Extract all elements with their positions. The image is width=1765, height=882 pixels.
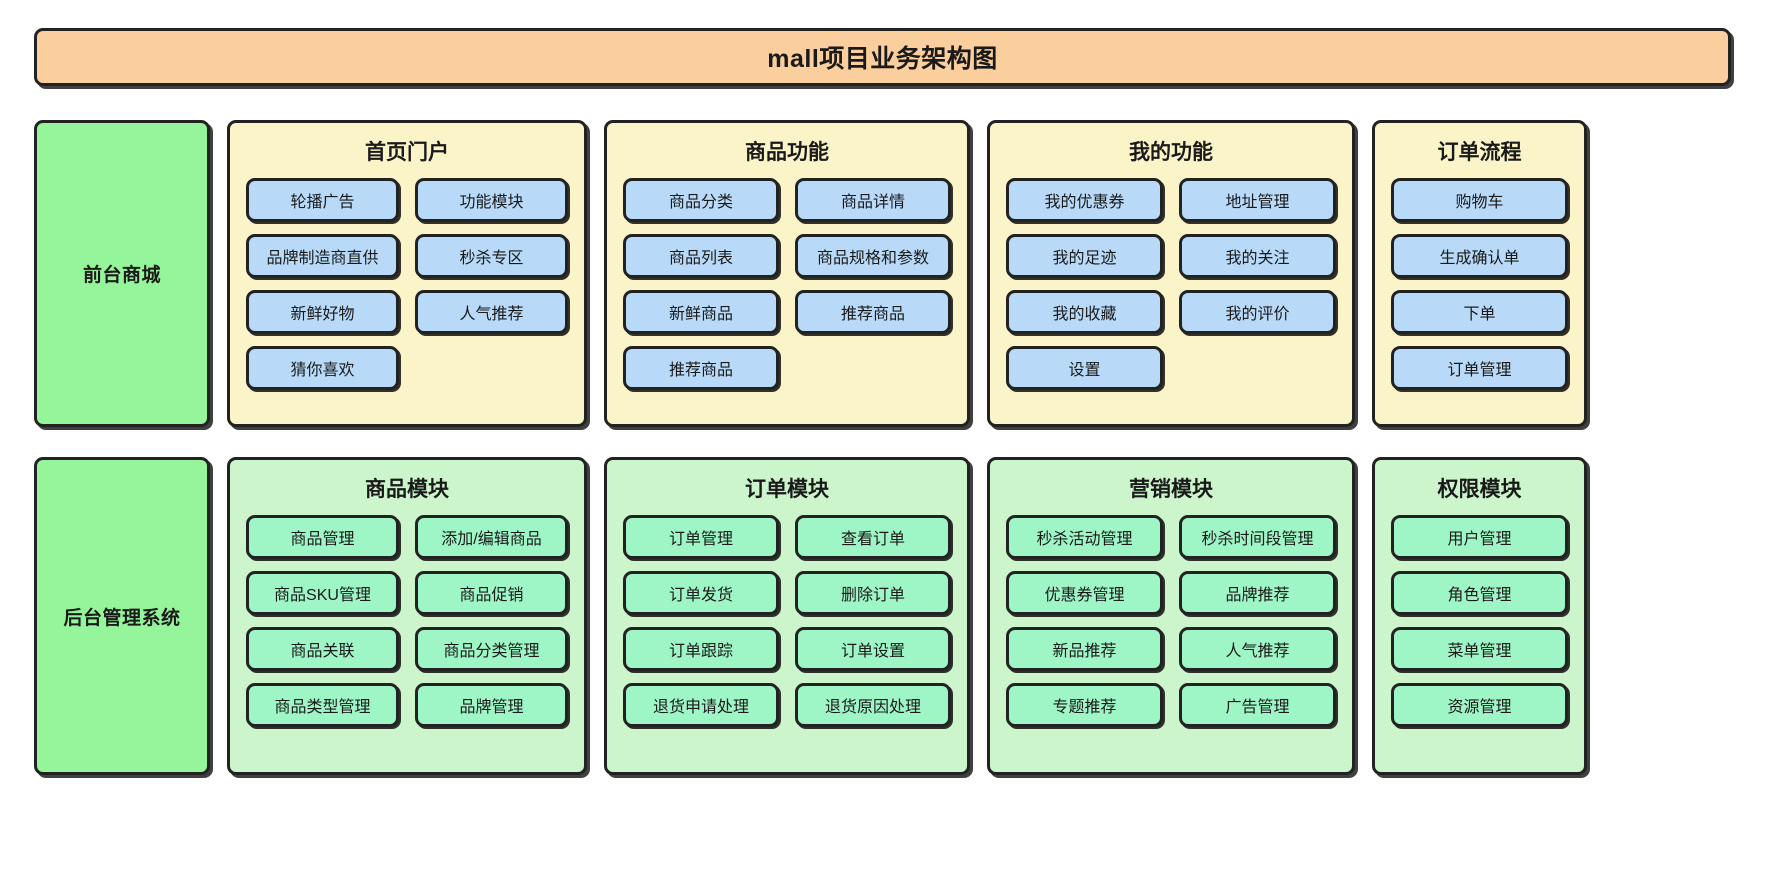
list-item[interactable]: 订单设置 (795, 627, 951, 672)
list-item[interactable]: 秒杀时间段管理 (1179, 515, 1336, 560)
list-item[interactable]: 商品分类管理 (415, 627, 568, 672)
group-marketing-module: 营销模块 秒杀活动管理 秒杀时间段管理 优惠券管理 品牌推荐 新品推荐 人气推荐… (987, 457, 1355, 775)
group-title: 订单流程 (1437, 141, 1522, 164)
group-items: 我的优惠券 地址管理 我的足迹 我的关注 我的收藏 我的评价 设置 (1006, 178, 1336, 391)
list-item[interactable]: 订单跟踪 (623, 627, 779, 672)
group-product-module: 商品模块 商品管理 添加/编辑商品 商品SKU管理 商品促销 商品关联 商品分类… (227, 457, 587, 775)
row-label-text: 后台管理系统 (63, 607, 181, 629)
list-item[interactable]: 删除订单 (795, 571, 951, 616)
group-items: 轮播广告 功能模块 品牌制造商直供 秒杀专区 新鲜好物 人气推荐 猜你喜欢 (246, 178, 568, 391)
list-item[interactable]: 秒杀专区 (415, 234, 568, 279)
group-title: 商品模块 (365, 478, 449, 501)
list-item[interactable]: 人气推荐 (1179, 627, 1336, 672)
list-item[interactable]: 商品管理 (246, 515, 399, 560)
group-order-module: 订单模块 订单管理 查看订单 订单发货 删除订单 订单跟踪 订单设置 退货申请处… (604, 457, 970, 775)
list-item[interactable]: 用户管理 (1391, 515, 1568, 560)
list-item[interactable]: 商品规格和参数 (795, 234, 951, 279)
list-item[interactable]: 菜单管理 (1391, 627, 1568, 672)
list-item[interactable]: 设置 (1006, 346, 1163, 391)
group-items: 购物车 生成确认单 下单 订单管理 (1391, 178, 1568, 391)
group-home-portal: 首页门户 轮播广告 功能模块 品牌制造商直供 秒杀专区 新鲜好物 人气推荐 猜你… (227, 120, 587, 427)
row-backend: 后台管理系统 商品模块 商品管理 添加/编辑商品 商品SKU管理 商品促销 商品… (34, 457, 1731, 775)
list-item[interactable]: 新品推荐 (1006, 627, 1163, 672)
list-item[interactable]: 购物车 (1391, 178, 1568, 223)
group-title: 商品功能 (745, 141, 829, 164)
list-item[interactable]: 商品列表 (623, 234, 779, 279)
list-item[interactable]: 新鲜好物 (246, 290, 399, 335)
list-item[interactable]: 我的足迹 (1006, 234, 1163, 279)
list-item[interactable]: 功能模块 (415, 178, 568, 223)
list-item[interactable]: 推荐商品 (623, 346, 779, 391)
list-item[interactable]: 我的关注 (1179, 234, 1336, 279)
list-item[interactable]: 猜你喜欢 (246, 346, 399, 391)
list-item[interactable]: 品牌制造商直供 (246, 234, 399, 279)
group-my-features: 我的功能 我的优惠券 地址管理 我的足迹 我的关注 我的收藏 我的评价 设置 (987, 120, 1355, 427)
list-item[interactable]: 订单管理 (623, 515, 779, 560)
list-item[interactable]: 商品类型管理 (246, 683, 399, 728)
row-label-text: 前台商城 (82, 265, 161, 286)
row-label-frontend: 前台商城 (34, 120, 210, 427)
group-order-flow: 订单流程 购物车 生成确认单 下单 订单管理 (1372, 120, 1587, 427)
list-item[interactable]: 订单管理 (1391, 346, 1568, 391)
diagram-title: mall项目业务架构图 (767, 45, 998, 73)
group-title: 营销模块 (1129, 478, 1213, 501)
list-item[interactable]: 生成确认单 (1391, 234, 1568, 279)
group-items: 秒杀活动管理 秒杀时间段管理 优惠券管理 品牌推荐 新品推荐 人气推荐 专题推荐… (1006, 515, 1336, 728)
list-item[interactable]: 新鲜商品 (623, 290, 779, 335)
group-title: 订单模块 (745, 478, 829, 501)
group-permission-module: 权限模块 用户管理 角色管理 菜单管理 资源管理 (1372, 457, 1587, 775)
list-item[interactable]: 商品关联 (246, 627, 399, 672)
group-items: 订单管理 查看订单 订单发货 删除订单 订单跟踪 订单设置 退货申请处理 退货原… (623, 515, 951, 728)
row-frontend: 前台商城 首页门户 轮播广告 功能模块 品牌制造商直供 秒杀专区 新鲜好物 人气… (34, 120, 1731, 427)
list-item[interactable]: 秒杀活动管理 (1006, 515, 1163, 560)
list-item[interactable]: 下单 (1391, 290, 1568, 335)
list-item[interactable]: 我的收藏 (1006, 290, 1163, 335)
list-item[interactable]: 查看订单 (795, 515, 951, 560)
row-label-backend: 后台管理系统 (34, 457, 210, 775)
list-item[interactable]: 品牌管理 (415, 683, 568, 728)
group-title: 权限模块 (1437, 478, 1522, 501)
list-item[interactable]: 优惠券管理 (1006, 571, 1163, 616)
group-items: 用户管理 角色管理 菜单管理 资源管理 (1391, 515, 1568, 728)
list-item[interactable]: 退货申请处理 (623, 683, 779, 728)
list-item[interactable]: 商品详情 (795, 178, 951, 223)
list-item[interactable]: 人气推荐 (415, 290, 568, 335)
list-item[interactable]: 轮播广告 (246, 178, 399, 223)
list-item[interactable]: 添加/编辑商品 (415, 515, 568, 560)
list-item[interactable]: 商品分类 (623, 178, 779, 223)
list-item[interactable]: 我的评价 (1179, 290, 1336, 335)
list-item[interactable]: 退货原因处理 (795, 683, 951, 728)
group-product-features: 商品功能 商品分类 商品详情 商品列表 商品规格和参数 新鲜商品 推荐商品 推荐… (604, 120, 970, 427)
list-item[interactable]: 角色管理 (1391, 571, 1568, 616)
group-items: 商品分类 商品详情 商品列表 商品规格和参数 新鲜商品 推荐商品 推荐商品 (623, 178, 951, 391)
list-item[interactable]: 地址管理 (1179, 178, 1336, 223)
list-item[interactable]: 商品SKU管理 (246, 571, 399, 616)
group-title: 首页门户 (365, 141, 449, 164)
list-item[interactable]: 广告管理 (1179, 683, 1336, 728)
list-item[interactable]: 商品促销 (415, 571, 568, 616)
list-item[interactable]: 资源管理 (1391, 683, 1568, 728)
list-item[interactable]: 专题推荐 (1006, 683, 1163, 728)
list-item[interactable]: 推荐商品 (795, 290, 951, 335)
list-item[interactable]: 我的优惠券 (1006, 178, 1163, 223)
diagram-title-banner: mall项目业务架构图 (34, 28, 1731, 86)
list-item[interactable]: 订单发货 (623, 571, 779, 616)
list-item[interactable]: 品牌推荐 (1179, 571, 1336, 616)
group-items: 商品管理 添加/编辑商品 商品SKU管理 商品促销 商品关联 商品分类管理 商品… (246, 515, 568, 728)
group-title: 我的功能 (1129, 141, 1213, 164)
